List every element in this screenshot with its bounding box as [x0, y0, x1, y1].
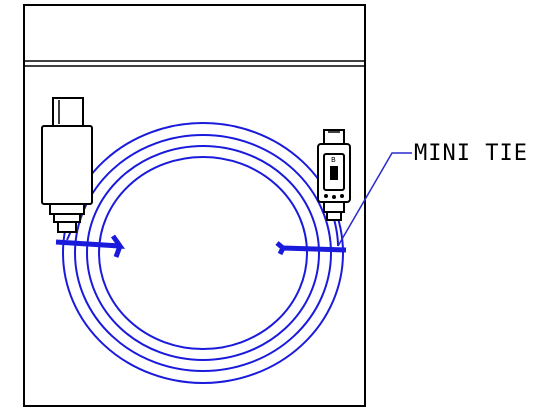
grip-dot-3: [340, 194, 344, 198]
cable-loop-1: [62, 122, 344, 384]
plug-housing: [41, 125, 93, 205]
mini-strain-relief-1: [323, 201, 345, 213]
mini-tie-right: [275, 241, 347, 256]
mini-tie-left: [55, 234, 126, 258]
mini-strain-relief-2: [326, 211, 342, 221]
connector-marking: B: [331, 156, 336, 164]
cable-loop-4: [98, 156, 308, 350]
strain-relief-2: [53, 213, 81, 223]
strain-relief-3: [57, 221, 77, 233]
mini-usb-plug-icon: B: [317, 129, 351, 221]
cable-loop-3: [86, 145, 320, 361]
package-border: [23, 4, 366, 407]
callout: MINI TIE: [337, 141, 528, 247]
package-outline: [23, 4, 366, 407]
usb-type-a-plug-icon: [41, 97, 93, 233]
cable-loop-2: [74, 134, 332, 372]
plug-metal-shell: [52, 97, 84, 127]
callout-label: MINI TIE: [414, 141, 528, 166]
callout-leader-line: [337, 152, 412, 247]
mini-ties: [55, 234, 347, 258]
grip-dot-2: [332, 195, 336, 199]
coiled-cable: [62, 122, 344, 384]
usb-logo-icon: [330, 166, 338, 180]
strain-relief-1: [49, 203, 85, 215]
grip-dot-1: [324, 194, 328, 198]
